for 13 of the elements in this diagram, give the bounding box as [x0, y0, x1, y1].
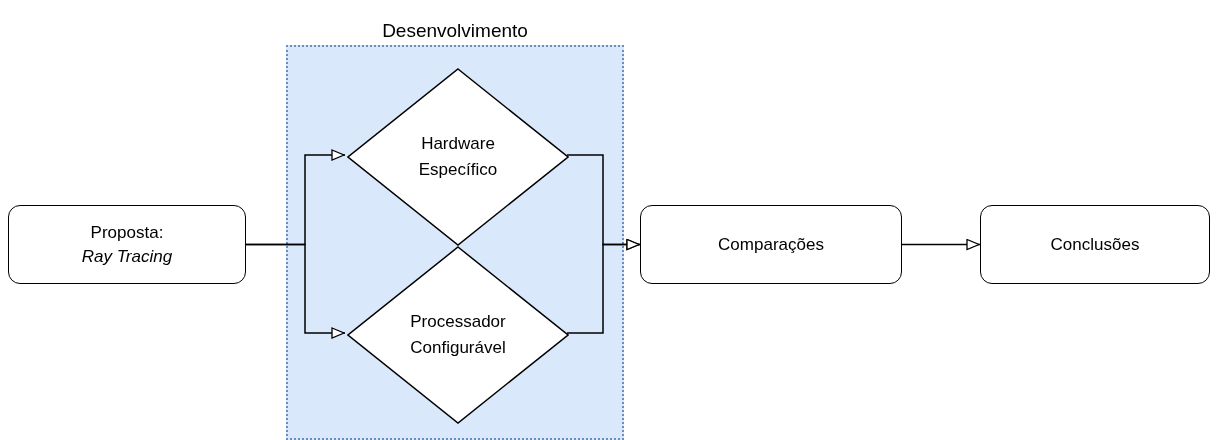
- box-label: Proposta:: [90, 221, 164, 244]
- diamond-label: Processador Configurável: [409, 311, 507, 359]
- process-box: [8, 205, 246, 284]
- box-label: Ray Tracing: [81, 245, 173, 268]
- process-box: [980, 205, 1210, 284]
- box-label: Comparações: [718, 233, 824, 256]
- arrow: [566, 238, 641, 334]
- box-label: Conclusões: [1050, 233, 1140, 256]
- process-box: [640, 205, 902, 284]
- arrow: [245, 243, 346, 339]
- arrow: [901, 238, 981, 251]
- diamond-label: Hardware Específico: [417, 133, 499, 181]
- group-title: Desenvolvimento: [381, 19, 529, 43]
